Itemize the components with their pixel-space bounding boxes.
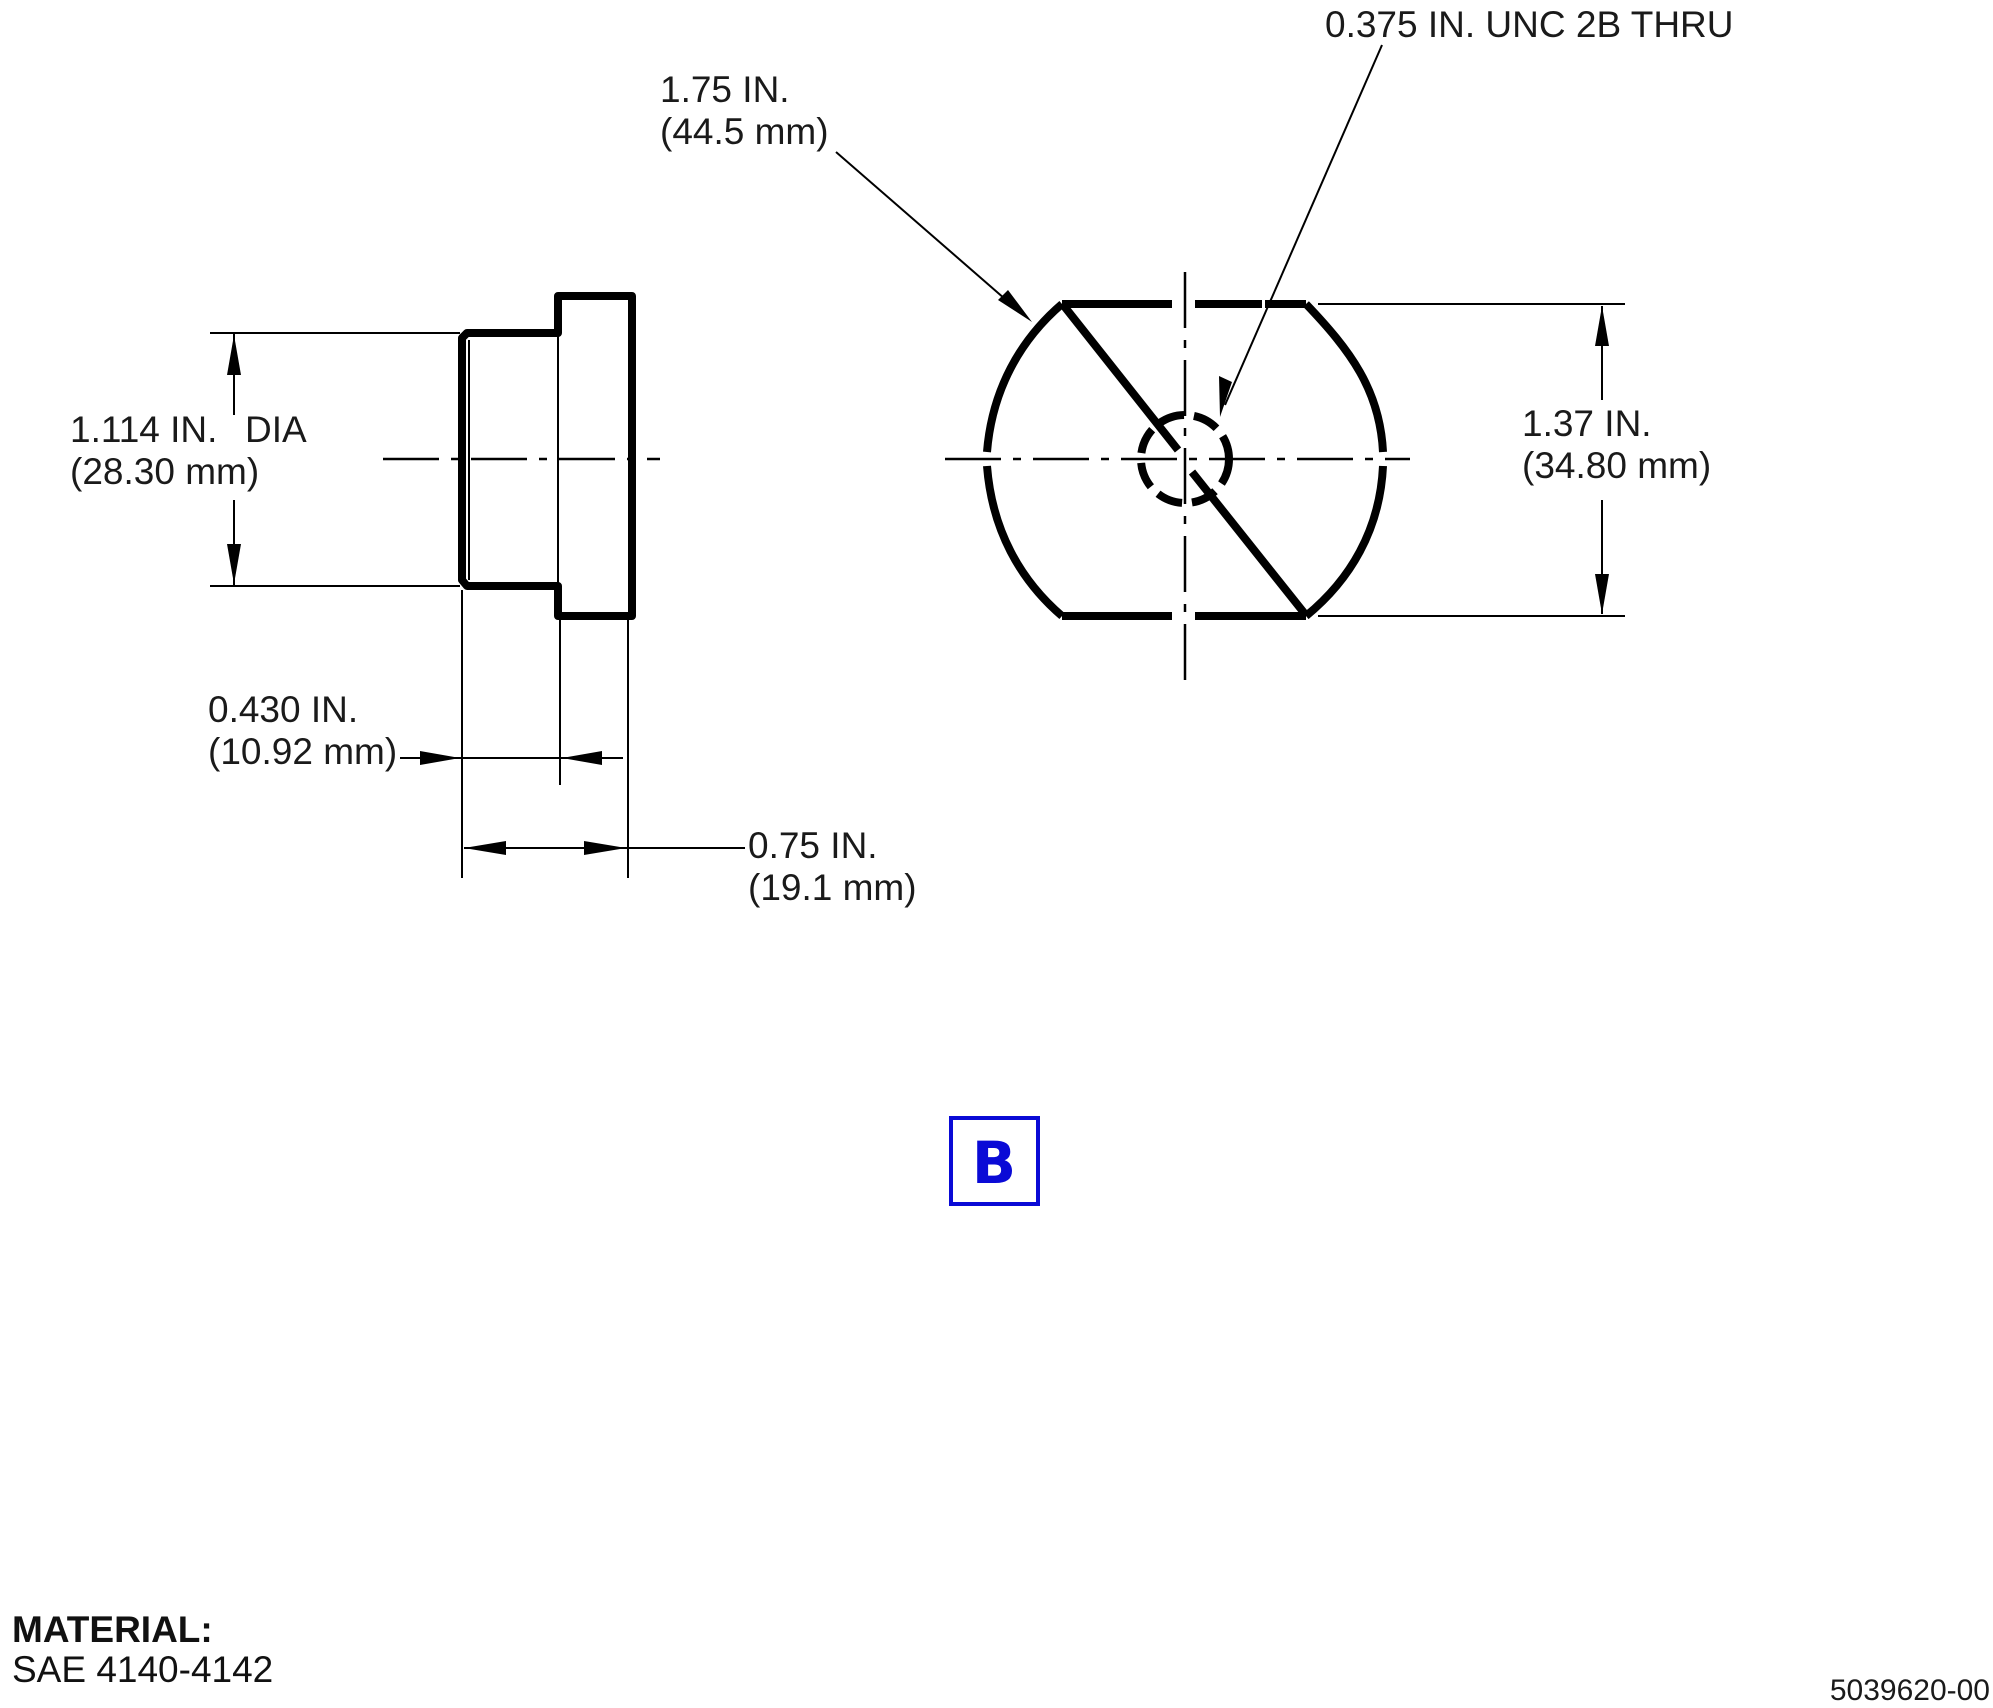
front-view-right-arc-bottom [1303, 465, 1387, 620]
material-heading: MATERIAL: [12, 1609, 213, 1650]
material-value: SAE 4140-4142 [12, 1649, 273, 1690]
overall-length-inch-label: 0.75 IN. [748, 825, 878, 866]
overall-width-leader-arrow [998, 290, 1032, 322]
front-view-left-arc-bottom [983, 465, 1065, 620]
front-view-right-arc-top [1303, 301, 1387, 453]
view-badge-frame [949, 1116, 1040, 1206]
pilot-length-arrow-left [562, 751, 602, 765]
thread-label: 0.375 IN. UNC 2B THRU [1325, 4, 1734, 45]
flat-height-arrow-up [1595, 306, 1609, 346]
thread-leader [1224, 44, 1383, 406]
view-badge: B [949, 1116, 1040, 1206]
pilot-dia-arrow-up [227, 335, 241, 375]
pilot-length-mm-label: (10.92 mm) [208, 731, 397, 772]
pilot-dia-arrow-down [227, 544, 241, 584]
front-view [835, 44, 1625, 685]
overall-width-leader [835, 151, 1021, 313]
pilot-dia-mm-label: (28.30 mm) [70, 451, 259, 492]
overall-width-mm-label: (44.5 mm) [660, 111, 829, 152]
overall-length-arrow-left [464, 841, 506, 855]
flat-height-arrow-down [1595, 574, 1609, 614]
thread-leader-arrow [1219, 376, 1232, 417]
flat-height-inch-label: 1.37 IN. [1522, 403, 1652, 444]
pilot-dia-suffix-label: DIA [245, 409, 307, 450]
overall-length-arrow-right [584, 841, 626, 855]
overall-width-inch-label: 1.75 IN. [660, 69, 790, 110]
front-view-left-arc-top [983, 300, 1065, 453]
flat-height-mm-label: (34.80 mm) [1522, 445, 1711, 486]
pilot-dia-inch-label: 1.114 IN. [70, 409, 217, 450]
overall-length-mm-label: (19.1 mm) [748, 867, 917, 908]
side-view [210, 292, 745, 878]
view-badge-letter: B [972, 1129, 1016, 1197]
pilot-length-inch-label: 0.430 IN. [208, 689, 358, 730]
pilot-length-arrow-right [420, 751, 460, 765]
side-view-outline [458, 292, 636, 620]
drawing-number: 5039620-00 [1830, 1674, 1990, 1707]
front-view-diagonal-upper [1060, 303, 1182, 453]
